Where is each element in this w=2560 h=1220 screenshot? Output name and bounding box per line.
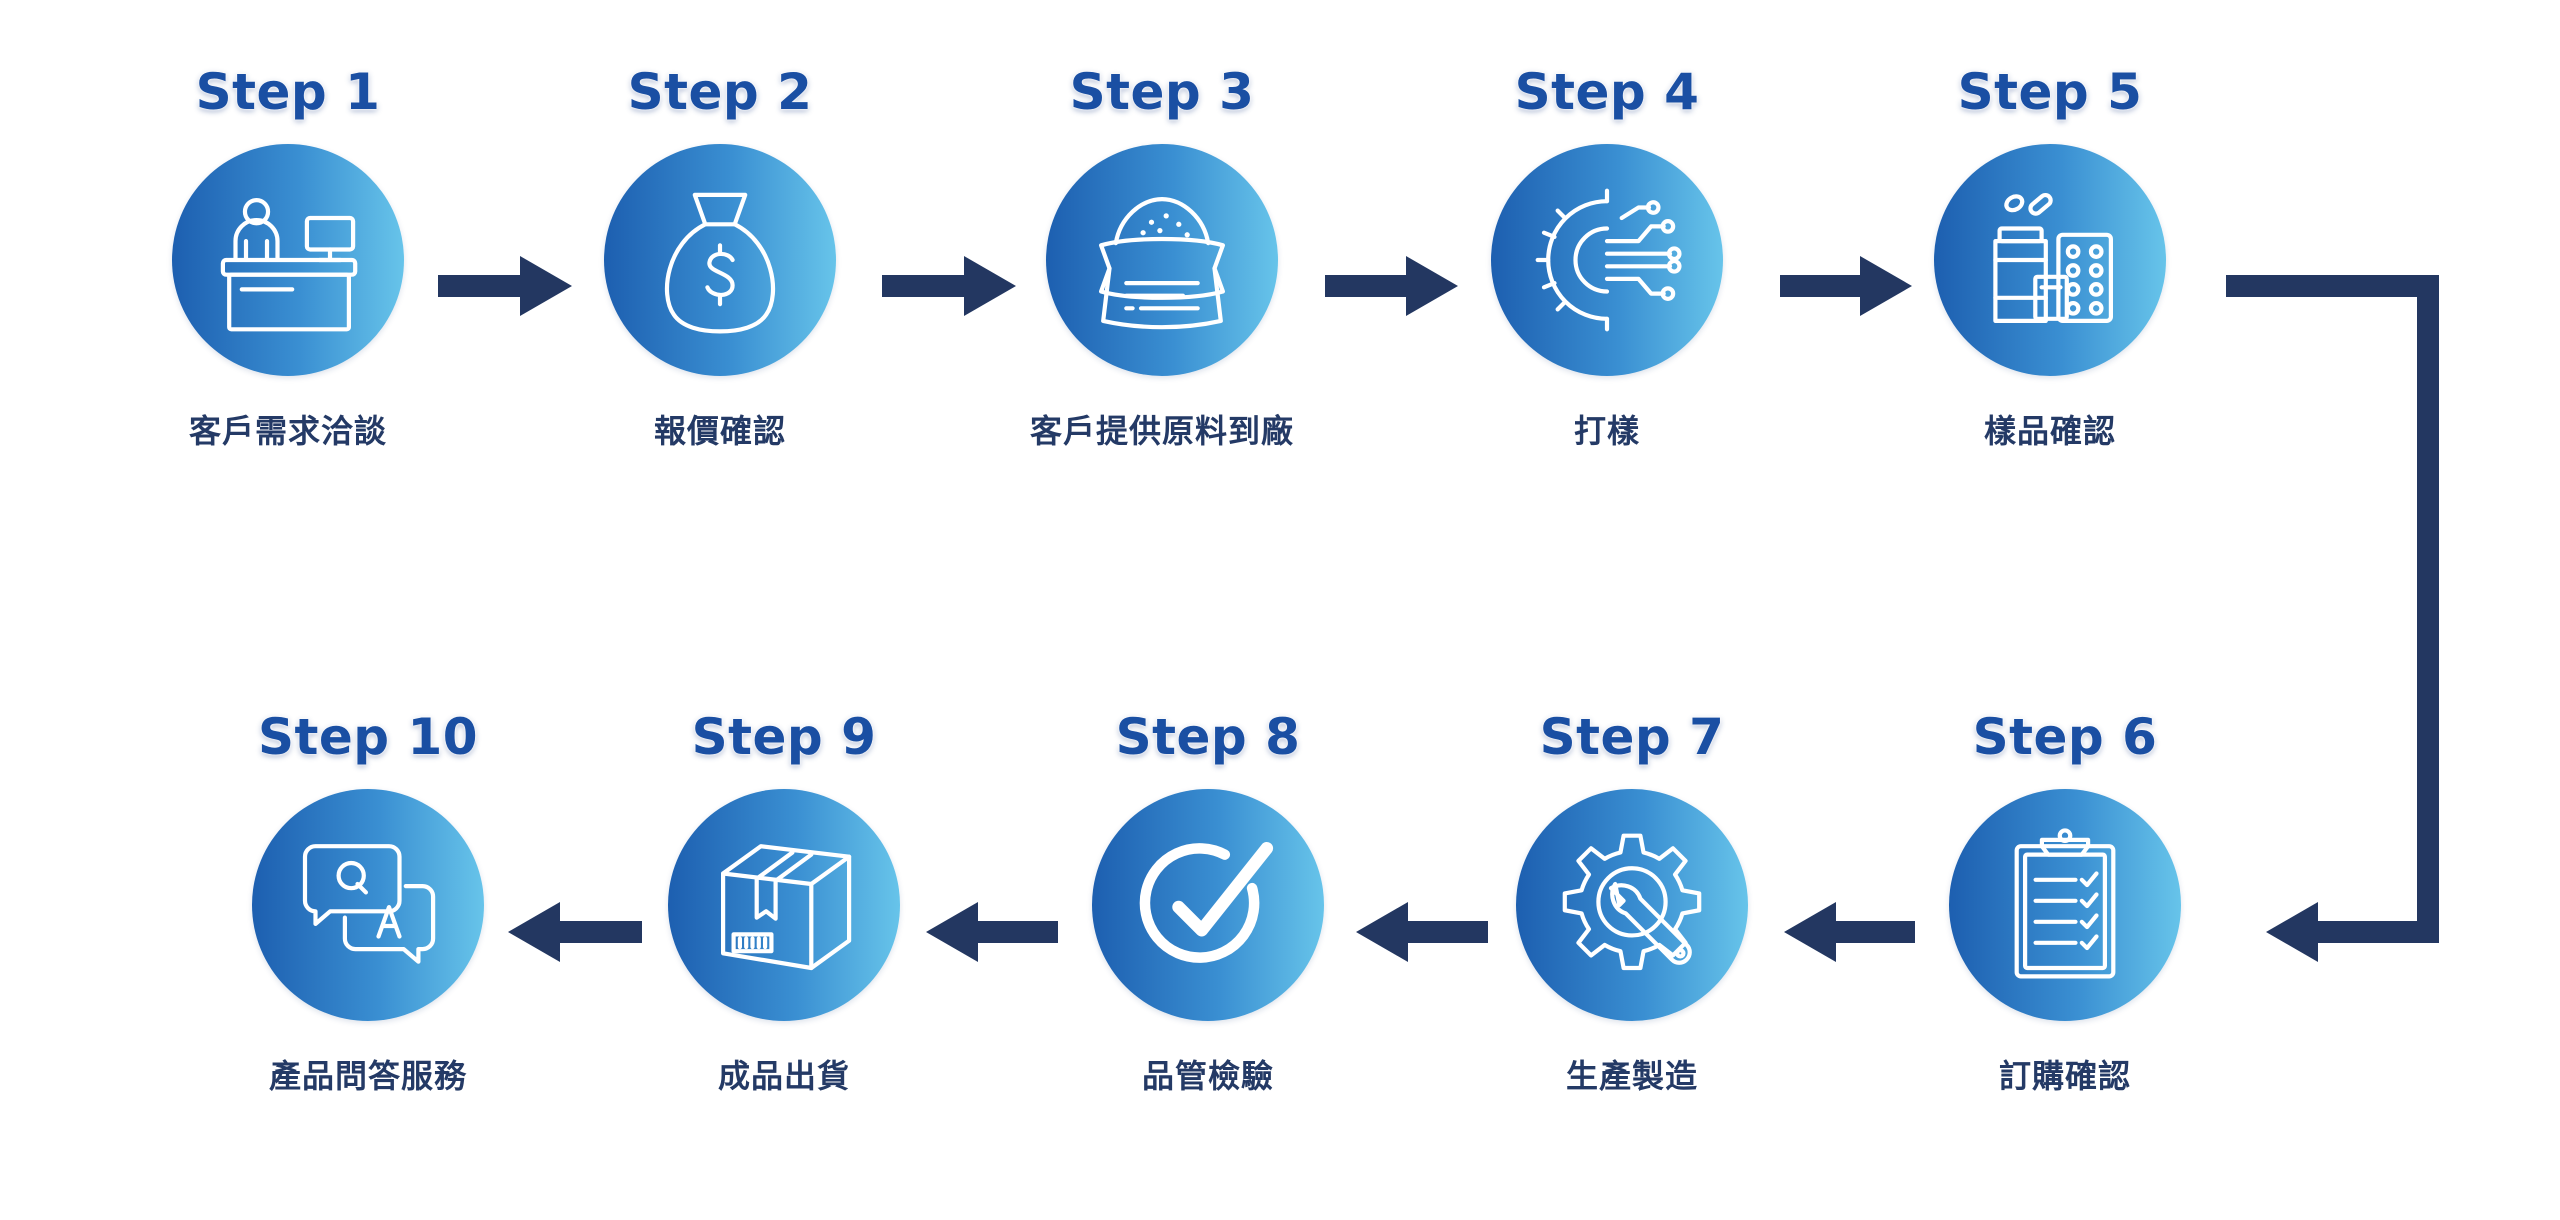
- arrow-step4-to-step5: [1780, 256, 1912, 316]
- reception-desk-icon: [220, 198, 358, 332]
- step-icon-circle: [1934, 144, 2166, 376]
- step-title: Step 7: [1539, 708, 1725, 766]
- shipping-box-icon: [721, 844, 852, 971]
- step-label: 客戶需求洽談: [188, 412, 387, 450]
- step-title: Step 8: [1115, 708, 1301, 766]
- arrow-step1-to-step2: [438, 256, 572, 316]
- step-7: Step 7 生產製造: [1472, 707, 1792, 1097]
- step-4: Step 4 打樣: [1447, 62, 1767, 452]
- step-label: 訂購確認: [1998, 1057, 2131, 1095]
- arrow-step3-to-step4: [1325, 256, 1458, 316]
- step-2: Step 2 報價確認: [560, 62, 880, 452]
- arrow-step8-to-step9: [926, 902, 1058, 962]
- step-8: Step 8 品管檢驗: [1048, 707, 1368, 1097]
- step-title: Step 6: [1972, 708, 2158, 766]
- step-1: Step 1 客戶需求洽談: [128, 62, 448, 452]
- step-title: Step 10: [257, 708, 479, 766]
- step-label: 樣品確認: [1983, 412, 2116, 450]
- checkmark-icon: [1139, 842, 1274, 963]
- step-icon-circle: [1046, 144, 1278, 376]
- step-title: Step 2: [627, 63, 813, 121]
- qa-chat-bubbles-icon: [302, 844, 436, 964]
- step-icon-circle: [668, 789, 900, 1021]
- gear-circuit-icon: [1535, 188, 1682, 332]
- step-10: Step 10 產品問答服務: [208, 707, 528, 1097]
- arrow-step2-to-step3: [882, 256, 1016, 316]
- step-icon-circle: [604, 144, 836, 376]
- step-6: Step 6 訂購確認: [1905, 707, 2225, 1097]
- step-title: Step 1: [195, 63, 381, 121]
- step-icon-circle: [1491, 144, 1723, 376]
- step-label: 成品出貨: [717, 1057, 850, 1095]
- arrow-step6-to-step7: [1784, 902, 1915, 962]
- money-bag-icon: [664, 192, 776, 334]
- step-title: Step 9: [691, 708, 877, 766]
- step-icon-circle: [1949, 789, 2181, 1021]
- arrow-step5-to-step6: [2226, 275, 2439, 962]
- arrow-step7-to-step8: [1356, 902, 1488, 962]
- step-label: 報價確認: [653, 412, 786, 450]
- step-title: Step 5: [1957, 63, 2143, 121]
- step-5: Step 5 樣品確認: [1890, 62, 2210, 452]
- step-label: 生產製造: [1565, 1057, 1698, 1095]
- step-title: Step 3: [1069, 63, 1255, 121]
- step-icon-circle: [172, 144, 404, 376]
- step-label: 品管檢驗: [1141, 1057, 1274, 1095]
- step-label: 打樣: [1573, 412, 1640, 450]
- step-label: 產品問答服務: [268, 1057, 467, 1095]
- step-icon-circle: [1092, 789, 1324, 1021]
- raw-material-sack-icon: [1099, 197, 1225, 330]
- step-3: Step 3 客戶提供原料到廠: [1002, 62, 1322, 452]
- step-icon-circle: [1516, 789, 1748, 1021]
- step-9: Step 9 成品出貨: [624, 707, 944, 1097]
- step-label: 客戶提供原料到廠: [1029, 412, 1294, 450]
- sample-bottle-pills-icon: [1993, 192, 2113, 323]
- gear-wrench-icon: [1562, 833, 1702, 971]
- step-title: Step 4: [1514, 63, 1700, 121]
- step-icon-circle: [252, 789, 484, 1021]
- arrow-step9-to-step10: [508, 902, 642, 962]
- clipboard-checklist-icon: [2014, 828, 2116, 979]
